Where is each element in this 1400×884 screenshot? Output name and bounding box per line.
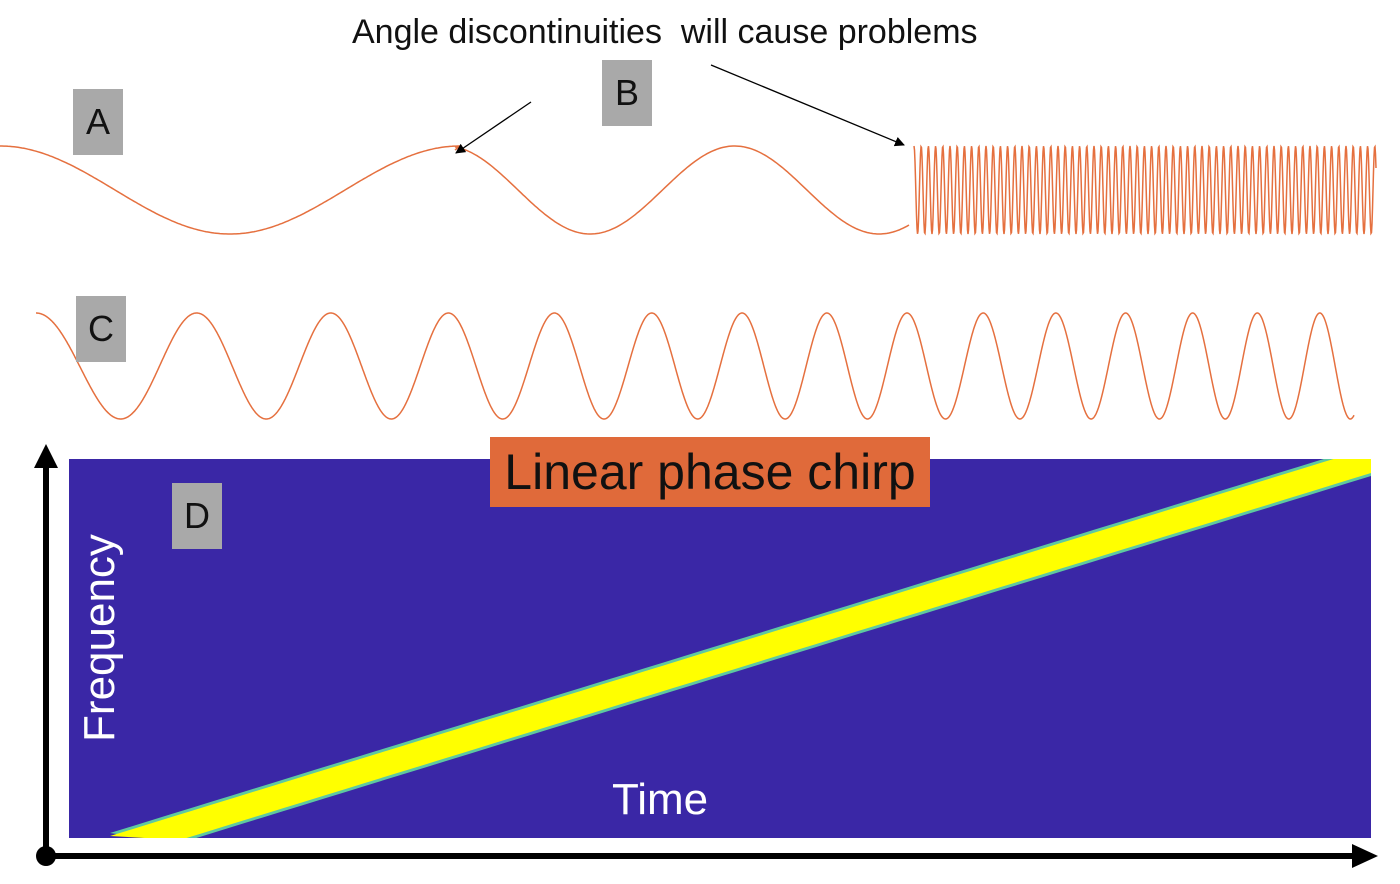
panel-label-a: A [73,89,123,155]
annotation-arrow-2 [710,64,905,147]
caption: Angle discontinuities will cause problem… [352,13,978,51]
waveform-b [454,145,910,235]
axis-origin-dot [36,846,56,866]
waveform-a [0,145,463,235]
panel-label-c: C [76,296,126,362]
spectrogram-chirp-band [110,459,1371,838]
waveform-chirp [36,312,1355,420]
y-axis-arrowhead [34,444,58,468]
x-axis-arrowhead [1352,844,1378,868]
panel-label-d: D [172,483,222,549]
annotation-arrow-1 [455,101,532,154]
waveform-high-frequency [913,144,1377,236]
y-axis-label: Frequency [75,534,124,742]
panel-label-b: B [602,60,652,126]
spectrogram-title: Linear phase chirp [490,437,930,507]
x-axis-label: Time [612,775,709,824]
